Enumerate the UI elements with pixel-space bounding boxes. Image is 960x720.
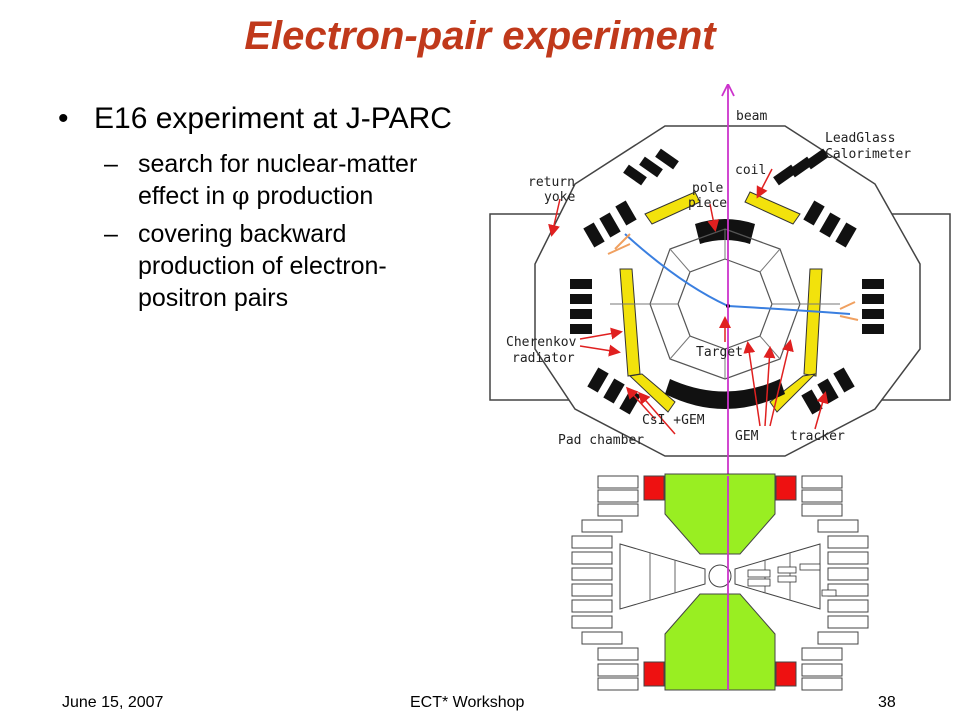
particle-tracks [607,233,859,321]
label-return-2: yoke [544,190,575,205]
beam-pipe [708,564,732,588]
left-wedge [619,543,706,610]
bullet-dot-icon: • [58,102,69,135]
label-arrows [548,168,829,435]
pole-piece-bottom [665,379,785,409]
label-beam: beam [736,109,767,124]
label-tracker: tracker [790,429,845,444]
footer-event: ECT* Workshop [410,694,525,711]
green-pole-top [664,473,776,555]
beam-arrow-icon [721,84,735,97]
label-csi-gem: CsI +GEM [642,413,705,428]
label-return-1: return [528,175,575,190]
green-pole-bottom [664,593,776,691]
bullet-item: • E16 experiment at J-PARC –search for n… [56,100,456,314]
side-view [571,473,869,691]
dash-icon: – [104,150,118,178]
slide-title: Electron-pair experiment [244,14,716,58]
dash-icon: – [104,220,118,248]
label-leadglass-1: LeadGlass [825,131,895,146]
small-modules [747,563,837,597]
sub-bullet-list: –search for nuclear-matter effect in φ p… [94,148,456,314]
sub-bullet-text: covering backward production of electron… [138,220,387,312]
label-cherenkov-2: radiator [512,351,575,366]
label-coil: coil [735,163,766,178]
calorimeter-blocks [570,148,884,415]
bullet-text: E16 experiment at J-PARC [94,102,452,135]
cherenkov-layers [619,191,823,413]
footer-page-number: 38 [878,694,896,711]
label-pole-2: piece [688,196,727,211]
phi-symbol: φ [232,181,250,210]
detector-diagram: beam LeadGlass Calorimeter coil return y… [489,84,951,691]
bullet-list: • E16 experiment at J-PARC –search for n… [56,100,456,320]
footer-date: June 15, 2007 [62,694,164,711]
label-gem: GEM [735,429,759,444]
side-blocks [571,475,869,691]
sub-bullet-item: –search for nuclear-matter effect in φ p… [94,148,456,212]
red-coils [643,475,797,687]
label-cherenkov-1: Cherenkov [506,335,577,350]
detector-figure: beam LeadGlass Calorimeter coil return y… [480,84,960,696]
label-target: Target [696,345,743,360]
label-leadglass-2: Calorimeter [825,147,911,162]
top-view: beam LeadGlass Calorimeter coil return y… [489,84,951,484]
sub-bullet-text-pre: search for nuclear-matter effect in [138,150,418,210]
label-pad-chamber: Pad chamber [558,433,644,448]
tracker-spokes [610,229,840,379]
label-pole-1: pole [692,181,723,196]
sub-bullet-item: –covering backward production of electro… [94,218,456,314]
sub-bullet-text-post: production [249,182,374,210]
right-wedge [734,543,821,610]
